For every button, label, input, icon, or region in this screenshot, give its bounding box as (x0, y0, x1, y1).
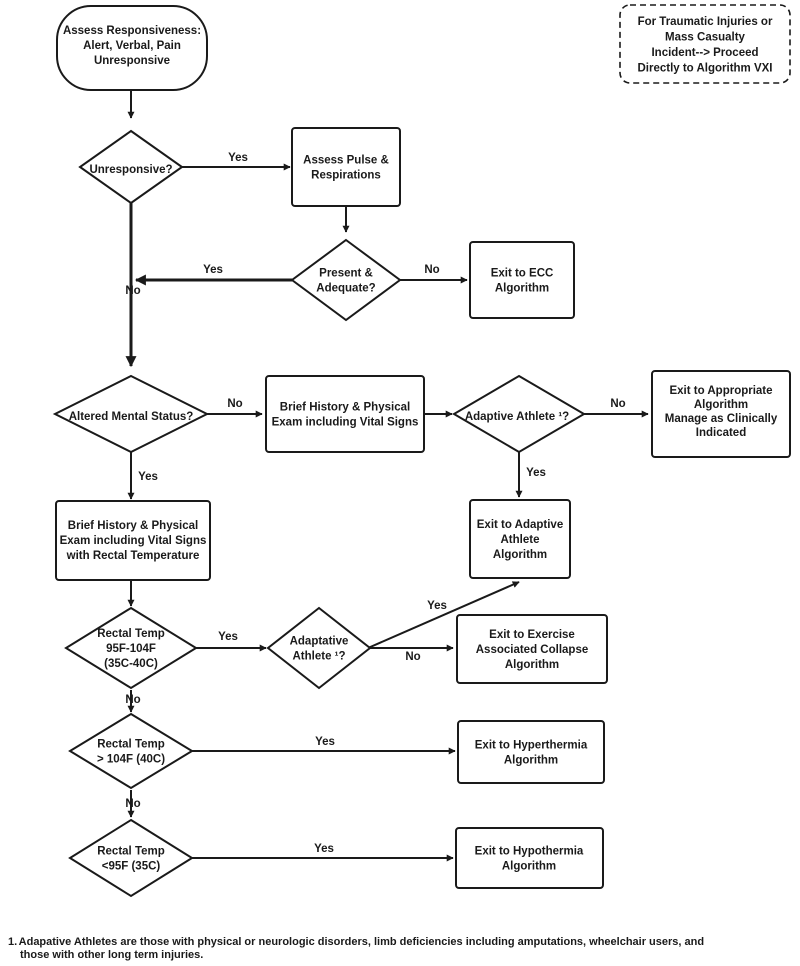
exit-exercise-text-line-3: Algorithm (505, 659, 559, 671)
brief-history-2-text-line-3: with Rectal Temperature (66, 550, 200, 562)
exit-hyperthermia-text-line-2: Algorithm (504, 755, 558, 767)
start-node-shape (56, 5, 208, 91)
edge-labels: Yes Yes No No No No Yes Yes Yes Yes No N… (125, 152, 625, 855)
label-adaptive1-no: No (610, 398, 625, 410)
rectal-gt-104-text-line-2: > 104F (40C) (97, 754, 165, 766)
shapes (52, 4, 791, 898)
rectal-lt-95-text-line-2: <95F (35C) (102, 861, 161, 873)
exit-adaptive-text-line-1: Exit to Adaptive (477, 519, 563, 531)
adaptive-athlete-1-diamond (452, 374, 586, 454)
present-adequate-diamond (290, 238, 402, 322)
assess-responsiveness-text-line-2: Alert, Verbal, Pain (83, 40, 181, 52)
present-adequate-text-line-1: Present & (319, 268, 373, 280)
adaptative-athlete-2-diamond (266, 606, 372, 690)
node-labels: For Traumatic Injuries or Mass CasualtyIn… (60, 16, 778, 873)
rectal-95-104-text-line-3: (35C-40C) (104, 658, 158, 670)
exit-exercise-text-line-1: Exit to Exercise (489, 629, 575, 641)
footnote-line-1: 1. Adapative Athletes are those with phy… (8, 936, 788, 949)
altered-mental-text-line-1: Altered Mental Status? (69, 411, 194, 423)
exit-hypothermia-text-line-1: Exit to Hypothermia (475, 846, 584, 858)
assess-pulse-text-line-1: Assess Pulse & (303, 155, 389, 167)
exit-appropriate-text-line-4: Indicated (696, 427, 746, 439)
exit-exercise-text-line-2: Associated Collapse (476, 644, 588, 656)
note-text-line-4: Directly to Algorithm VXI (637, 62, 772, 74)
unresponsive-text-line-1: Unresponsive? (89, 164, 172, 176)
label-main-no: No (125, 285, 140, 297)
brief-history-2-shape (55, 500, 211, 581)
assess-pulse-text-line-2: Respirations (311, 170, 381, 182)
brief-history-1-text-line-2: Exam including Vital Signs (272, 417, 419, 429)
exit-exercise-shape (456, 614, 608, 684)
label-altered-no: No (227, 398, 242, 410)
exit-appropriate-text-line-3: Manage as Clinically (665, 413, 778, 425)
note-text-line-3: Incident--> Proceed (651, 47, 758, 59)
exit-ecc-text-line-2: Algorithm (495, 283, 549, 295)
present-adequate-text-line-2: Adequate? (316, 283, 375, 295)
label-rectal1-yes: Yes (218, 631, 238, 643)
label-present-no: No (424, 264, 439, 276)
assess-pulse-shape (291, 127, 401, 207)
rectal-95-104-text-line-1: Rectal Temp (97, 628, 165, 640)
rectal-lt-95-diamond (68, 818, 194, 898)
label-rectal2-yes: Yes (315, 736, 335, 748)
adaptive-athlete-1-text-line-1: Adaptive Athlete ¹? (465, 411, 569, 423)
label-adaptative2-yes: Yes (427, 600, 447, 612)
label-adaptive1-yes: Yes (526, 467, 546, 479)
label-present-yes: Yes (203, 264, 223, 276)
exit-hyperthermia-shape (457, 720, 605, 784)
exit-hyperthermia-text-line-1: Exit to Hyperthermia (475, 740, 588, 752)
note-text-line-1: For Traumatic Injuries or (638, 16, 773, 28)
brief-history-1-shape (265, 375, 425, 453)
label-rectal1-no: No (125, 694, 140, 706)
adaptative-athlete-2-text-line-1: Adaptative (290, 636, 349, 648)
assess-responsiveness-text-line-1: Assess Responsiveness: (63, 25, 201, 37)
exit-hypothermia-shape (455, 827, 604, 889)
edge-adaptative2-yes (367, 581, 520, 649)
rectal-95-104-text-line-2: 95F-104F (106, 643, 156, 655)
exit-hypothermia-text-line-2: Algorithm (502, 861, 556, 873)
footnote: 1. Adapative Athletes are those with phy… (8, 936, 788, 962)
altered-mental-diamond (52, 374, 210, 454)
exit-appropriate-shape (651, 370, 791, 458)
assess-responsiveness-text-line-3: Unresponsive (94, 55, 170, 67)
footnote-text-2: those with other long term injuries. (20, 949, 204, 961)
rectal-lt-95-text-line-1: Rectal Temp (97, 846, 165, 858)
flowchart: For Traumatic Injuries or Mass CasualtyIn… (52, 4, 791, 898)
exit-appropriate-text-line-1: Exit to Appropriate (669, 385, 772, 397)
rectal-gt-104-text-line-1: Rectal Temp (97, 739, 165, 751)
footnote-text-1: Adapative Athletes are those with physic… (18, 936, 705, 948)
adaptative-athlete-2-text-line-2: Athlete ¹? (292, 651, 345, 663)
unresponsive-diamond (78, 129, 184, 205)
exit-ecc-text-line-1: Exit to ECC (491, 268, 554, 280)
footnote-number: 1. (8, 936, 18, 948)
exit-adaptive-text-line-3: Algorithm (493, 549, 547, 561)
rectal-95-104-diamond (64, 606, 198, 690)
footnote-line-2: those with other long term injuries. (8, 949, 788, 962)
brief-history-2-text-line-1: Brief History & Physical (68, 520, 198, 532)
label-adaptative2-no: No (405, 651, 420, 663)
brief-history-2-text-line-2: Exam including Vital Signs (60, 535, 207, 547)
note-text-line-2: Mass Casualty (665, 31, 746, 43)
note-box (619, 4, 791, 84)
label-rectal3-yes: Yes (314, 843, 334, 855)
exit-ecc-shape (469, 241, 575, 319)
rectal-gt-104-diamond (68, 712, 194, 790)
label-unresponsive-yes: Yes (228, 152, 248, 164)
label-altered-yes: Yes (138, 471, 158, 483)
exit-adaptive-shape (469, 499, 571, 579)
exit-appropriate-text-line-2: Algorithm (694, 399, 748, 411)
exit-adaptive-text-line-2: Athlete (501, 534, 540, 546)
label-rectal2-no: No (125, 798, 140, 810)
edges (125, 90, 649, 862)
brief-history-1-text-line-1: Brief History & Physical (280, 402, 410, 414)
